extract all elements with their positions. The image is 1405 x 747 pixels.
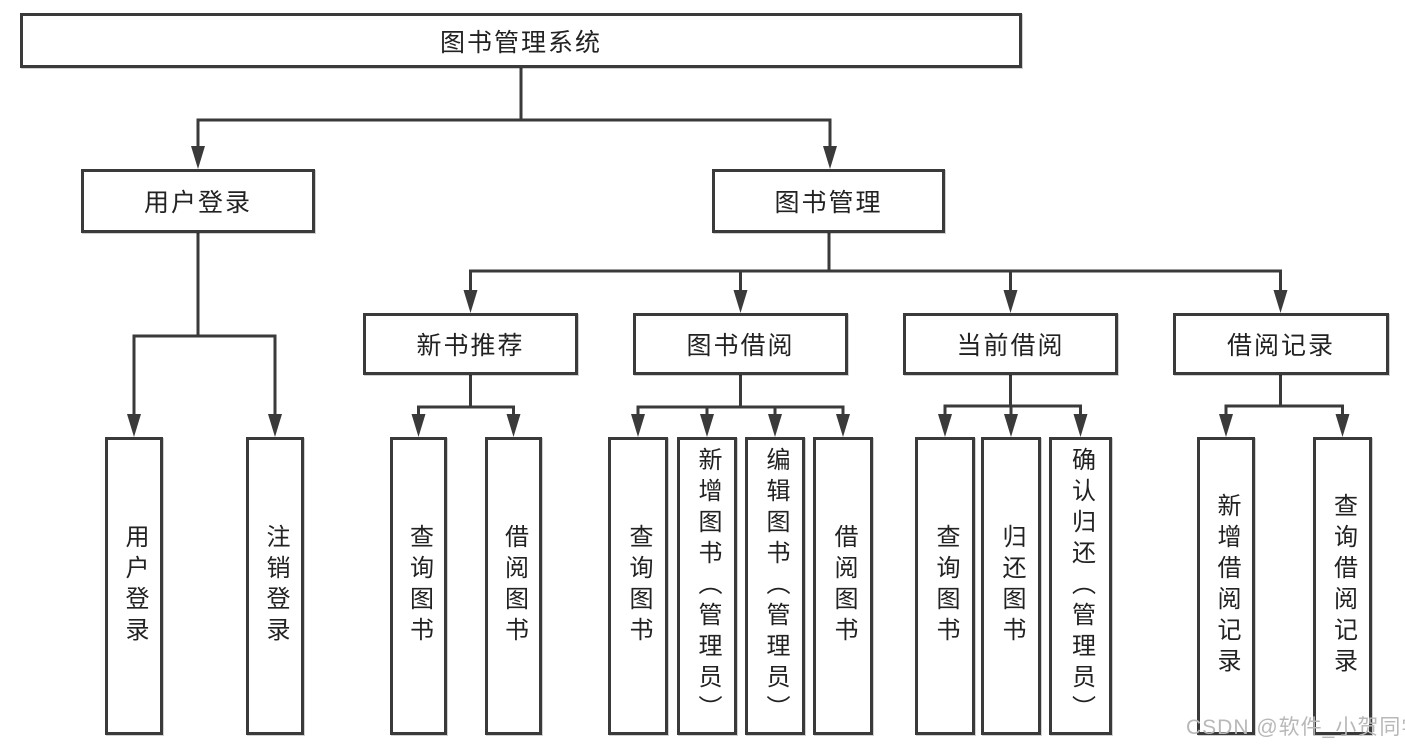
leaf-label: 注销登录 xyxy=(262,524,289,648)
node-label: 借阅记录 xyxy=(1226,332,1335,360)
node-label: 用户登录 xyxy=(143,189,252,217)
node-book-borrowing: 图书借阅 xyxy=(633,313,848,375)
node-root-book-management-system: 图书管理系统 xyxy=(20,13,1022,68)
connector-arrowheads xyxy=(127,146,1350,437)
leaf-label: 归还图书 xyxy=(998,524,1025,648)
leaf-label: 借阅图书 xyxy=(830,524,857,648)
node-label: 新书推荐 xyxy=(416,332,525,360)
node-label: 图书借阅 xyxy=(686,332,795,360)
leaf-borrow-edit-books-admin: 编辑图书（管理员） xyxy=(745,437,805,735)
leaf-label: 查询图书 xyxy=(625,524,652,648)
leaf-label: 新增图书（管理员） xyxy=(694,446,721,726)
leaf-records-add-borrow-record: 新增借阅记录 xyxy=(1197,437,1255,735)
node-label: 图书管理 xyxy=(774,189,883,217)
leaf-label: 查询图书 xyxy=(405,524,433,648)
node-label: 当前借阅 xyxy=(956,332,1065,360)
leaf-newbook-borrow-books: 借阅图书 xyxy=(485,437,542,735)
csdn-watermark: CSDN @软件_小贺同学 xyxy=(1186,716,1405,739)
leaf-label: 编辑图书（管理员） xyxy=(762,446,789,726)
leaf-logout: 注销登录 xyxy=(246,437,304,735)
node-user-login: 用户登录 xyxy=(81,169,315,233)
leaf-label: 用户登录 xyxy=(121,524,148,648)
leaf-user-login: 用户登录 xyxy=(105,437,163,735)
leaf-current-return-books: 归还图书 xyxy=(981,437,1041,735)
leaf-label: 借阅图书 xyxy=(500,524,528,648)
leaf-label: 查询图书 xyxy=(932,524,959,648)
leaf-label: 查询借阅记录 xyxy=(1329,493,1357,679)
leaf-borrow-add-books-admin: 新增图书（管理员） xyxy=(677,437,737,735)
leaf-records-query-borrow-record: 查询借阅记录 xyxy=(1313,437,1372,735)
node-book-management: 图书管理 xyxy=(712,169,945,233)
node-label: 图书管理系统 xyxy=(439,28,602,57)
leaf-borrow-query-books: 查询图书 xyxy=(608,437,668,735)
leaf-label: 新增借阅记录 xyxy=(1213,493,1240,679)
connector-strokes xyxy=(132,68,1344,422)
leaf-borrow-borrow-books: 借阅图书 xyxy=(813,437,873,735)
leaf-current-query-books: 查询图书 xyxy=(915,437,975,735)
node-new-book-recommendation: 新书推荐 xyxy=(363,313,578,375)
leaf-current-confirm-return-admin: 确认归还（管理员） xyxy=(1049,437,1112,735)
leaf-newbook-query-books: 查询图书 xyxy=(390,437,447,735)
node-current-borrowing: 当前借阅 xyxy=(903,313,1118,375)
node-borrowing-records: 借阅记录 xyxy=(1173,313,1389,375)
leaf-label: 确认归还（管理员） xyxy=(1067,446,1095,726)
